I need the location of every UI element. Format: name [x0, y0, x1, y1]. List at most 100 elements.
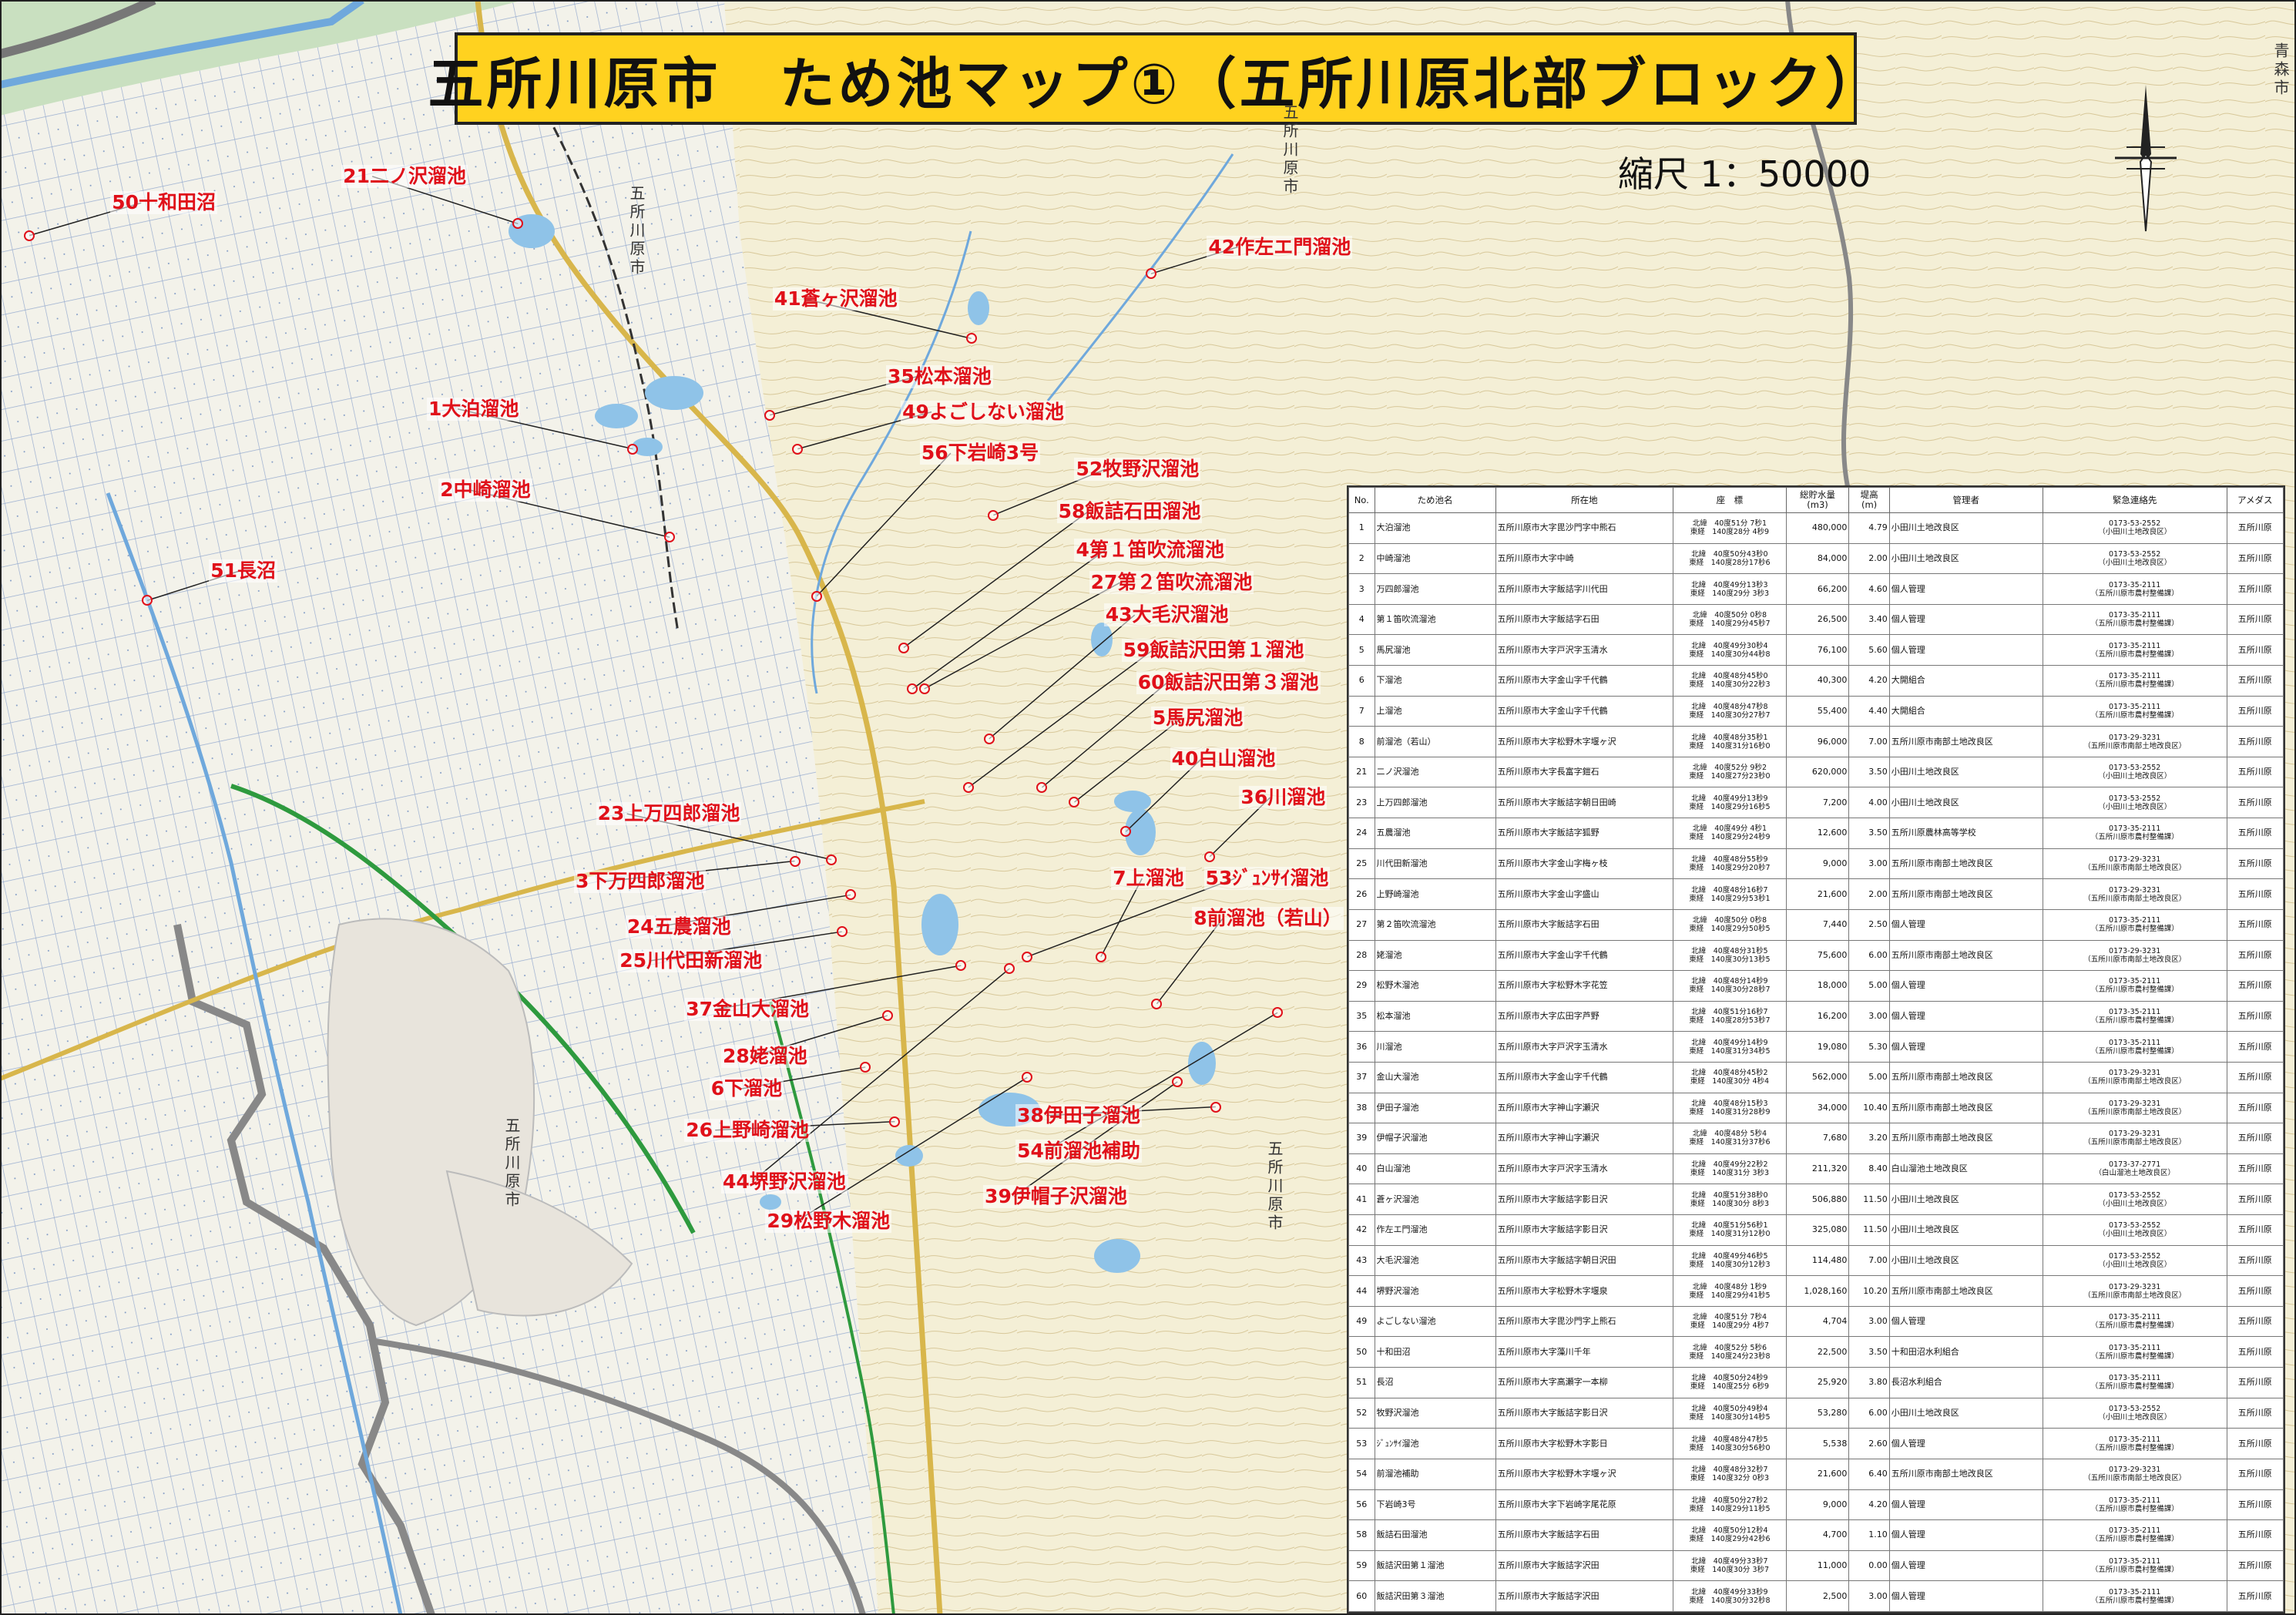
pond-label-36[interactable]: 36川溜池: [1239, 786, 1328, 810]
pond-marker-25[interactable]: [836, 926, 848, 938]
pond-label-6[interactable]: 6下溜池: [709, 1077, 784, 1101]
cell-h: 5.00: [1848, 970, 1890, 1002]
pond-marker-42[interactable]: [1145, 268, 1156, 280]
pond-marker-6[interactable]: [860, 1061, 871, 1073]
pond-label-3[interactable]: 3下万四郎溜池: [574, 869, 707, 893]
cell-tel: 0173-35-2111: [2109, 1343, 2161, 1352]
cell-vol: 75,600: [1785, 939, 1850, 972]
leader-line: [751, 968, 1010, 1183]
pond-label-7[interactable]: 7上溜池: [1111, 867, 1186, 891]
cell-name: 伊田子溜池: [1374, 1092, 1496, 1124]
area-name-goshogawara: 五所川原市: [627, 185, 646, 277]
cell-mgr: 個人管理: [1888, 1580, 2043, 1612]
pond-label-38[interactable]: 38伊田子溜池: [1015, 1103, 1142, 1127]
pond-marker-37[interactable]: [955, 960, 967, 972]
pond-marker-4[interactable]: [907, 683, 918, 694]
pond-marker-39[interactable]: [1172, 1076, 1183, 1088]
pond-marker-59[interactable]: [962, 781, 974, 793]
pond-label-23[interactable]: 23上万四郎溜池: [596, 802, 742, 826]
pond-label-44[interactable]: 44堺野沢溜池: [721, 1170, 848, 1194]
pond-label-26[interactable]: 26上野崎溜池: [684, 1118, 811, 1142]
pond-label-1[interactable]: 1大泊溜池: [426, 397, 521, 421]
pond-marker-2[interactable]: [664, 532, 676, 543]
pond-label-29[interactable]: 29松野木溜池: [765, 1210, 892, 1234]
pond-marker-29[interactable]: [1022, 1072, 1033, 1083]
pond-label-24[interactable]: 24五農溜池: [625, 915, 733, 939]
pond-marker-54[interactable]: [1272, 1007, 1284, 1019]
pond-label-42[interactable]: 42作左エ門溜池: [1207, 235, 1353, 259]
pond-label-50[interactable]: 50十和田沼: [110, 191, 218, 215]
cell-h: 4.20: [1848, 1489, 1890, 1521]
pond-marker-44[interactable]: [1004, 962, 1015, 974]
pond-marker-53[interactable]: [1022, 951, 1033, 962]
pond-marker-28[interactable]: [881, 1010, 893, 1022]
cell-addr: 五所川原市大字松野木字堰ヶ沢: [1495, 726, 1674, 757]
cell-no: 28: [1348, 939, 1375, 972]
cell-h: 3.00: [1848, 1000, 1890, 1032]
pond-marker-52[interactable]: [988, 509, 999, 521]
pond-label-41[interactable]: 41蒼ヶ沢溜池: [772, 287, 899, 311]
pond-label-52[interactable]: 52牧野沢溜池: [1074, 458, 1201, 482]
pond-label-39[interactable]: 39伊帽子沢溜池: [983, 1184, 1129, 1208]
pond-label-35[interactable]: 35松本溜池: [885, 364, 993, 388]
cell-contact: 0173-35-2111（五所川原市農村整備課）: [2042, 1428, 2227, 1459]
cell-h: 4.60: [1848, 573, 1890, 605]
pond-label-25[interactable]: 25川代田新溜池: [618, 949, 764, 973]
pond-marker-24[interactable]: [845, 889, 857, 901]
pond-label-56[interactable]: 56下岩崎3号: [919, 442, 1041, 465]
pond-marker-60[interactable]: [1036, 781, 1048, 793]
cell-addr: 五所川原市大字松野木字花笠: [1495, 970, 1674, 1002]
pond-marker-38[interactable]: [1210, 1101, 1221, 1113]
pond-marker-43[interactable]: [983, 733, 995, 744]
pond-marker-41[interactable]: [965, 333, 977, 344]
pond-label-59[interactable]: 59飯詰沢田第１溜池: [1121, 639, 1306, 663]
leader-line: [1013, 1081, 1178, 1197]
pond-label-21[interactable]: 21二ノ沢溜池: [341, 164, 468, 188]
pond-label-37[interactable]: 37金山大溜池: [684, 998, 811, 1022]
table-header-cell: アメダス: [2226, 487, 2284, 513]
pond-label-4[interactable]: 4第１笛吹流溜池: [1074, 539, 1226, 562]
cell-contact: 0173-35-2111（五所川原市農村整備課）: [2042, 1305, 2227, 1338]
pond-label-28[interactable]: 28姥溜池: [721, 1045, 809, 1069]
pond-label-58[interactable]: 58飯詰石田溜池: [1056, 500, 1203, 524]
pond-marker-36[interactable]: [1204, 851, 1216, 862]
cell-amedas: 五所川原: [2226, 818, 2284, 849]
pond-label-27[interactable]: 27第２笛吹流溜池: [1089, 571, 1254, 595]
pond-marker-3[interactable]: [789, 855, 801, 867]
pond-marker-56[interactable]: [811, 590, 823, 602]
pond-label-2[interactable]: 2中崎溜池: [438, 478, 532, 502]
cell-amedas: 五所川原: [2226, 1214, 2284, 1246]
pond-label-49[interactable]: 49よごしない溜池: [901, 400, 1066, 424]
pond-label-51[interactable]: 51長沼: [209, 559, 278, 583]
cell-org: （五所川原市農村整備課）: [2090, 1382, 2179, 1392]
pond-label-54[interactable]: 54前溜池補助: [1015, 1139, 1142, 1163]
pond-label-53[interactable]: 53ｼﾞｭﾝｻｲ溜池: [1203, 867, 1331, 891]
cell-tel: 0173-53-2552: [2109, 1221, 2161, 1231]
pond-label-43[interactable]: 43大毛沢溜池: [1103, 603, 1230, 627]
pond-marker-26[interactable]: [889, 1116, 901, 1127]
pond-marker-8[interactable]: [1151, 998, 1163, 1009]
pond-marker-7[interactable]: [1095, 951, 1106, 962]
pond-marker-35[interactable]: [764, 409, 776, 421]
pond-marker-49[interactable]: [792, 443, 804, 455]
pond-label-60[interactable]: 60飯詰沢田第３溜池: [1136, 671, 1321, 695]
pond-marker-21[interactable]: [512, 218, 524, 230]
pond-marker-5[interactable]: [1069, 797, 1080, 808]
pond-label-5[interactable]: 5馬尻溜池: [1150, 706, 1245, 730]
pond-marker-58[interactable]: [898, 642, 909, 653]
pond-marker-27[interactable]: [918, 683, 930, 694]
cell-contact: 0173-29-3231（五所川原市南部土地改良区）: [2042, 848, 2227, 880]
pond-marker-23[interactable]: [826, 854, 838, 865]
pond-marker-50[interactable]: [24, 230, 35, 241]
pond-marker-1[interactable]: [627, 443, 639, 455]
cell-mgr: 五所川原市南部土地改良区: [1888, 878, 2043, 910]
cell-lon: 東経 140度32分 0秒3: [1690, 1474, 1770, 1483]
pond-marker-40[interactable]: [1120, 826, 1132, 838]
pond-label-8[interactable]: 8前溜池（若山）: [1192, 906, 1344, 930]
cell-contact: 0173-35-2111（五所川原市農村整備課）: [2042, 908, 2227, 941]
pond-marker-51[interactable]: [142, 595, 153, 606]
pond-label-40[interactable]: 40白山溜池: [1170, 747, 1277, 771]
